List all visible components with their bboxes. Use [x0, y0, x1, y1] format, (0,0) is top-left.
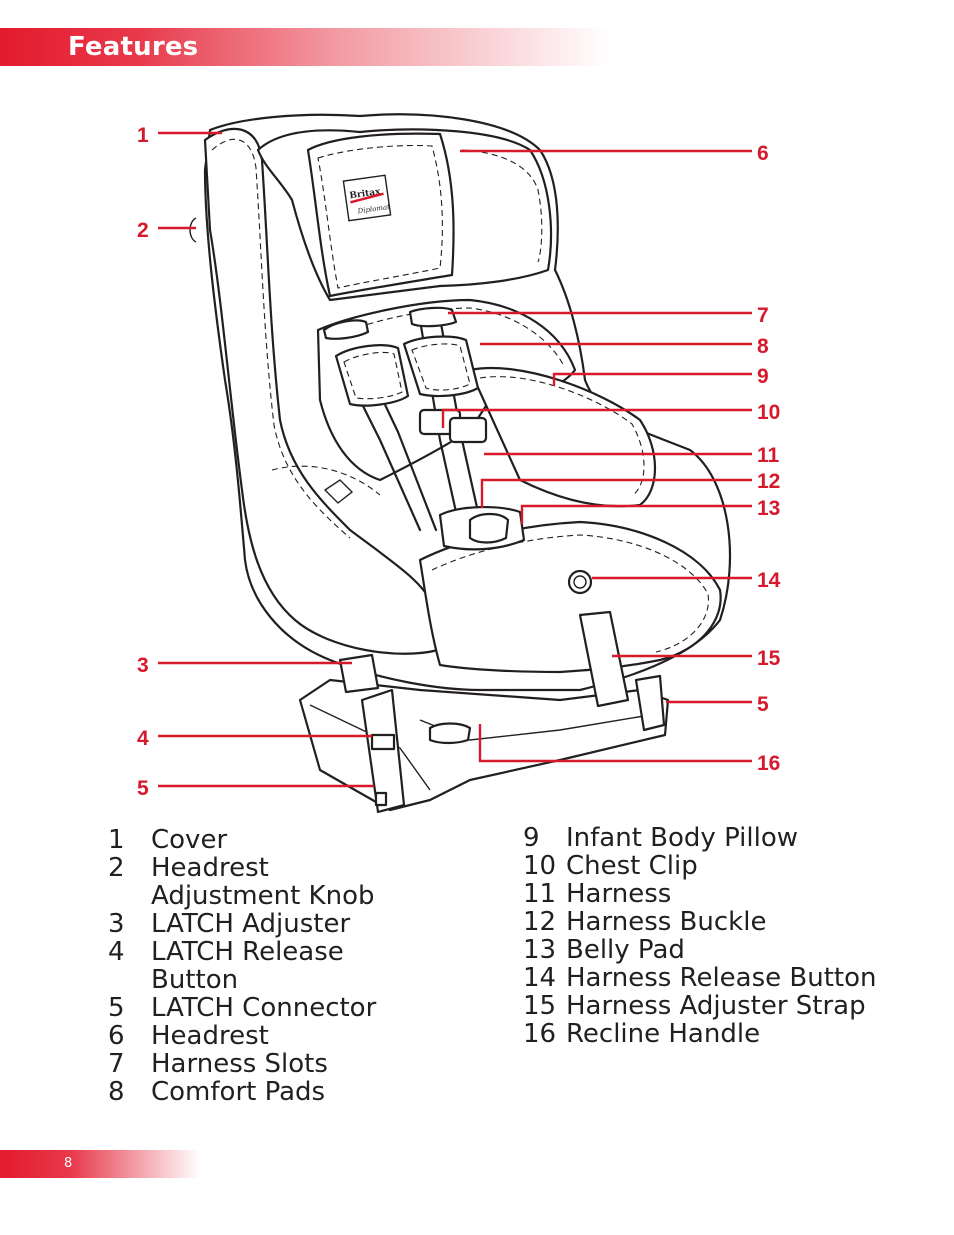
legend-label: Belly Pad: [566, 935, 685, 965]
legend-label: Cover: [151, 825, 228, 855]
legend-item: 10 Chest Clip: [523, 852, 877, 880]
legend-item: 6 Headrest: [108, 1022, 421, 1050]
legend-item: 15 Harness Adjuster Strap: [523, 992, 877, 1020]
callout-12: 12: [757, 470, 780, 493]
legend-item: 12 Harness Buckle: [523, 908, 877, 936]
legend-number: 12: [523, 907, 557, 937]
legend-number: 10: [523, 851, 557, 881]
legend-number: 5: [108, 993, 125, 1023]
legend-item: 1 Cover: [108, 826, 421, 854]
legend-item: 4 LATCH Release Button: [108, 938, 421, 994]
legend-number: 1: [108, 825, 125, 855]
legend-number: 6: [108, 1021, 125, 1051]
callout-16: 16: [757, 752, 780, 775]
legend-number: 9: [523, 823, 540, 853]
legend-number: 8: [108, 1077, 125, 1107]
callout-5-right: 5: [757, 693, 769, 716]
callout-3: 3: [137, 654, 149, 677]
legend-item: 11 Harness: [523, 880, 877, 908]
callout-8: 8: [757, 335, 769, 358]
legend-number: 13: [523, 935, 557, 965]
legend-label: Headrest Adjustment Knob: [151, 853, 375, 911]
legend-item: 13 Belly Pad: [523, 936, 877, 964]
legend-number: 7: [108, 1049, 125, 1079]
callout-11: 11: [757, 444, 780, 467]
legend-item: 2 Headrest Adjustment Knob: [108, 854, 421, 910]
callout-10: 10: [757, 401, 780, 424]
legend-label: Infant Body Pillow: [566, 823, 799, 853]
legend-label: Harness Adjuster Strap: [566, 991, 866, 1021]
legend-label: Recline Handle: [566, 1019, 761, 1049]
callout-4: 4: [137, 727, 149, 750]
legend-item: 14 Harness Release Button: [523, 964, 877, 992]
footer-bar: [0, 1150, 200, 1178]
legend-number: 14: [523, 963, 557, 993]
legend-number: 16: [523, 1019, 557, 1049]
legend-number: 4: [108, 937, 125, 967]
legend-number: 15: [523, 991, 557, 1021]
legend-item: 16 Recline Handle: [523, 1020, 877, 1048]
callout-5-left: 5: [137, 777, 149, 800]
legend-item: 7 Harness Slots: [108, 1050, 421, 1078]
legend-label: Harness: [566, 879, 672, 909]
legend-item: 8 Comfort Pads: [108, 1078, 421, 1106]
car-seat-illustration: Britax Diplomat: [189, 113, 732, 814]
legend-item: 3 LATCH Adjuster: [108, 910, 421, 938]
legend-label: Harness Buckle: [566, 907, 767, 937]
legend-label: Headrest: [151, 1021, 269, 1051]
brand-logo-text: Britax: [349, 187, 382, 201]
legend-label: Harness Release Button: [566, 963, 877, 993]
legend-label: Comfort Pads: [151, 1077, 326, 1107]
legend-label: LATCH Release Button: [151, 937, 344, 995]
callout-6: 6: [757, 142, 769, 165]
legend-label: Harness Slots: [151, 1049, 328, 1079]
callout-15: 15: [757, 647, 781, 670]
callout-7: 7: [757, 304, 769, 327]
callout-13: 13: [757, 497, 780, 520]
legend-item: 9 Infant Body Pillow: [523, 824, 877, 852]
legend-number: 3: [108, 909, 125, 939]
leader-lines: [158, 131, 752, 788]
legend-label: Chest Clip: [566, 851, 698, 881]
callout-14: 14: [757, 569, 781, 592]
legend-number: 11: [523, 879, 557, 909]
callout-1: 1: [137, 124, 149, 147]
callout-9: 9: [757, 365, 769, 388]
legend-number: 2: [108, 853, 125, 883]
legend-item: 5 LATCH Connector: [108, 994, 421, 1022]
page-title: Features: [68, 32, 199, 62]
callout-numbers: 1 2 3 4 5 6 7 8 9 10 11 12 13 14 15 5 16: [137, 124, 781, 800]
callout-2: 2: [137, 219, 149, 242]
car-seat-diagram: Britax Diplomat: [137, 113, 781, 814]
page-number: 8: [64, 1156, 73, 1171]
header-bar: [0, 28, 610, 66]
legend-label: LATCH Adjuster: [151, 909, 351, 939]
legend-label: LATCH Connector: [151, 993, 377, 1023]
